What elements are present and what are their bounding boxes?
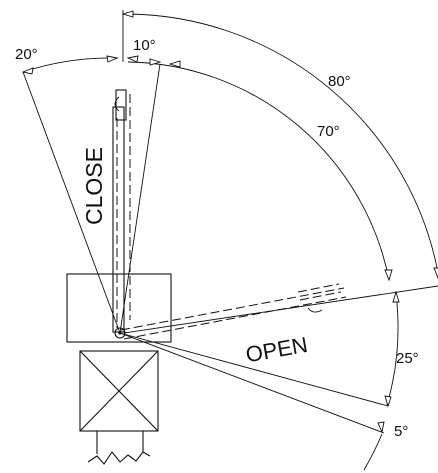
shaft-break xyxy=(87,431,151,465)
lever-closed xyxy=(112,89,127,333)
arc-5 xyxy=(363,433,383,471)
angle-70-label: 70° xyxy=(317,123,340,140)
angle-20-label: 20° xyxy=(15,46,38,63)
open-label: OPEN xyxy=(244,332,310,367)
arc-70 xyxy=(127,61,390,281)
extension-lines xyxy=(22,10,438,434)
close-label: CLOSE xyxy=(81,147,107,225)
angle-80-label: 80° xyxy=(328,73,351,90)
dimension-arrows xyxy=(21,10,438,434)
angle-5-label: 5° xyxy=(394,423,408,440)
lever-open-dashed xyxy=(120,283,347,340)
lever-closed-dashed xyxy=(116,94,131,328)
arc-25 xyxy=(386,293,399,406)
arc-80 xyxy=(122,13,438,276)
mounting-bracket xyxy=(66,273,172,343)
base-box xyxy=(79,350,159,432)
angle-10-label: 10° xyxy=(133,37,156,54)
angle-25-label: 25° xyxy=(396,350,419,367)
